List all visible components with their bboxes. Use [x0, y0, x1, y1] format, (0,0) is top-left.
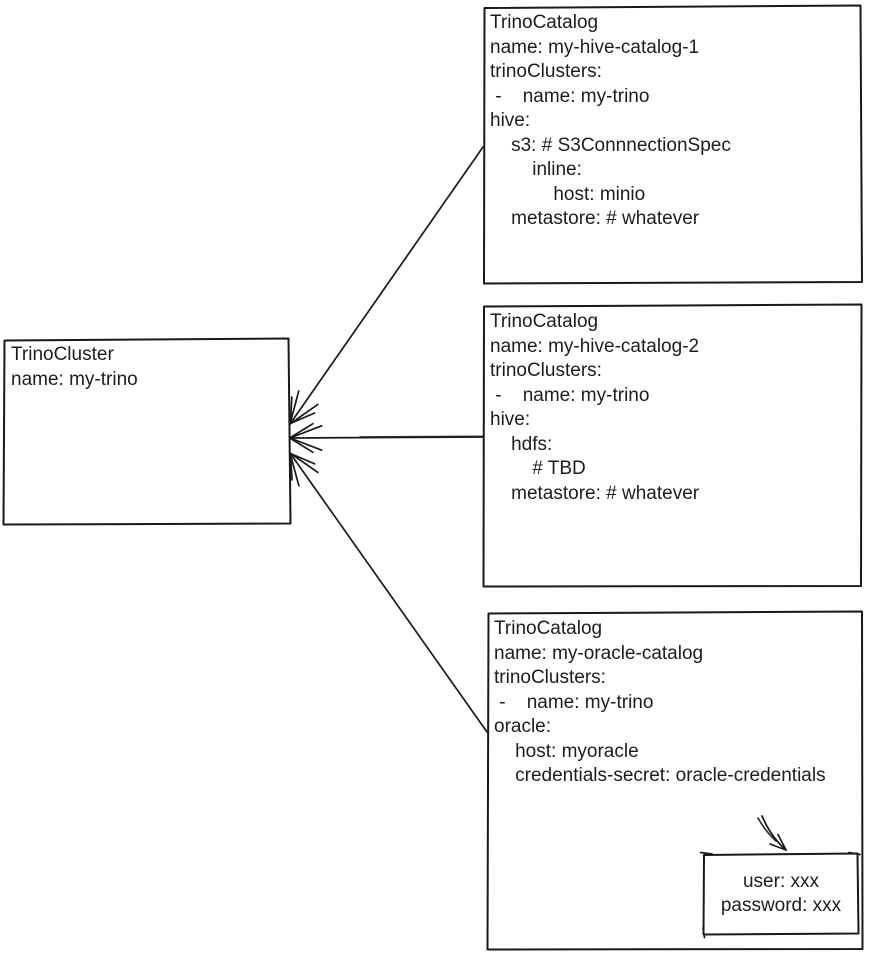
- yaml-line: hive:: [490, 409, 531, 430]
- yaml-line: host: minio: [490, 183, 646, 205]
- yaml-line: user: xxx: [742, 870, 820, 892]
- node-kind-label: TrinoCatalog: [490, 311, 599, 332]
- yaml-line: # TBD: [490, 458, 586, 479]
- trino-cluster-node: TrinoCluster name: my-trino: [11, 343, 281, 392]
- arrowhead-icon: [769, 833, 787, 851]
- yaml-line: hdfs:: [490, 433, 553, 455]
- yaml-line: trinoClusters:: [490, 61, 602, 82]
- yaml-line: - name: my-trino: [490, 384, 650, 406]
- connector-secret-to-credentials-box: [757, 815, 787, 851]
- node-kind-label: TrinoCatalog: [494, 618, 603, 639]
- node-kind-label: TrinoCluster: [11, 344, 114, 365]
- arrowhead-icon: [289, 390, 319, 425]
- connector-catalog2-to-cluster: [289, 422, 484, 454]
- trino-catalog-2-node-outline: [482, 303, 863, 588]
- yaml-line: name: my-trino: [11, 368, 138, 390]
- credentials-secret-box-outline: [699, 851, 861, 939]
- yaml-line: host: myoracle: [494, 740, 639, 762]
- yaml-line: inline:: [490, 159, 582, 180]
- node-kind-label: TrinoCatalog: [490, 12, 599, 33]
- yaml-line: trinoClusters:: [490, 360, 602, 381]
- trino-cluster-node-outline: [2, 337, 292, 526]
- trino-catalog-1-node-outline: [483, 4, 863, 285]
- yaml-line: name: my-hive-catalog-1: [490, 36, 700, 58]
- yaml-line: - name: my-trino: [494, 691, 654, 713]
- trino-catalog-3-node: TrinoCatalog name: my-oracle-catalog tri…: [494, 617, 858, 789]
- arrowhead-icon: [289, 452, 319, 487]
- yaml-line: s3: # S3ConnnectionSpec: [490, 134, 731, 156]
- yaml-line: password: xxx: [720, 895, 842, 916]
- arrowhead-icon: [289, 422, 323, 454]
- yaml-line: oracle:: [494, 716, 552, 737]
- yaml-line: metastore: # whatever: [490, 482, 700, 504]
- yaml-line: metastore: # whatever: [490, 208, 700, 229]
- trino-catalog-2-node: TrinoCatalog name: my-hive-catalog-2 tri…: [490, 310, 858, 506]
- yaml-line: trinoClusters:: [494, 667, 606, 688]
- yaml-line: - name: my-trino: [490, 85, 650, 107]
- trino-catalog-3-node-outline: [486, 610, 864, 951]
- yaml-line: name: my-hive-catalog-2: [490, 335, 700, 357]
- yaml-line: name: my-oracle-catalog: [494, 642, 704, 664]
- trino-catalog-1-node: TrinoCatalog name: my-hive-catalog-1 tri…: [490, 11, 858, 232]
- credentials-secret-box: user: xxx password: xxx: [703, 854, 859, 934]
- connector-catalog1-to-cluster: [289, 146, 484, 425]
- yaml-line: hive:: [490, 110, 531, 131]
- yaml-line: credentials-secret: oracle-credentials: [494, 765, 826, 786]
- connector-catalog3-to-cluster: [289, 452, 488, 733]
